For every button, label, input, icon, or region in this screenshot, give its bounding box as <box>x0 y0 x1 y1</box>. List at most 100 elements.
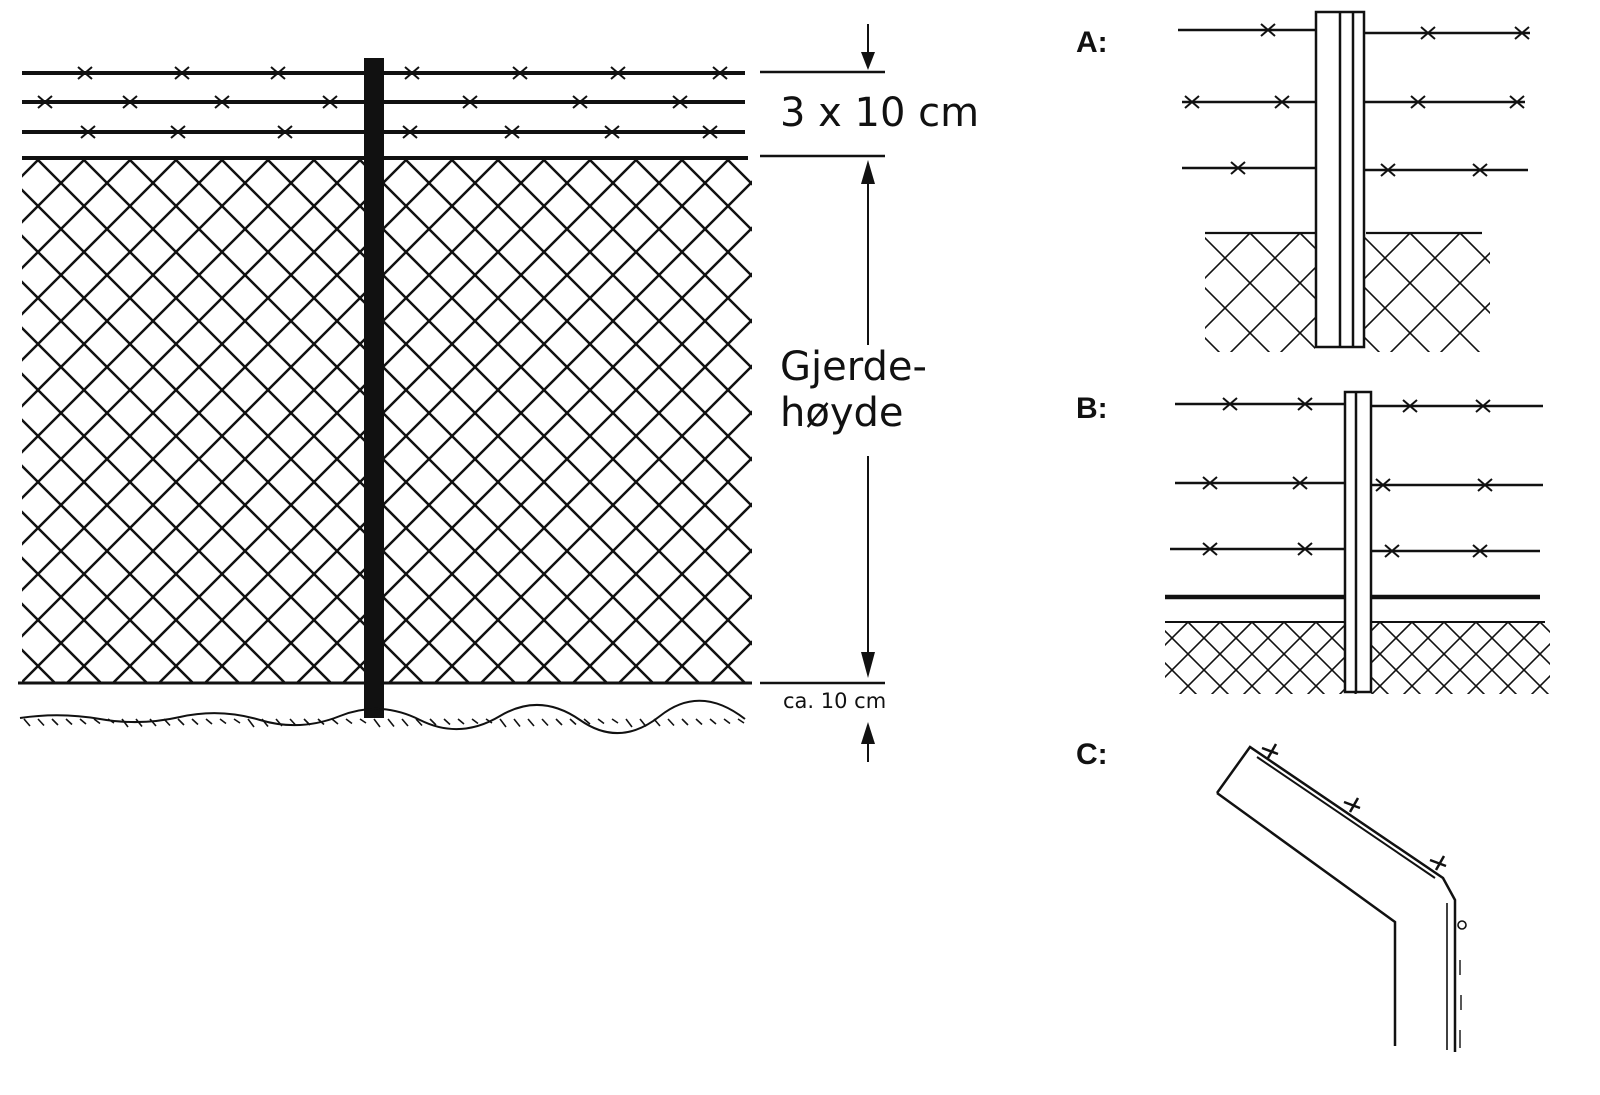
height-arrowhead-up <box>861 160 875 184</box>
mesh-strand <box>22 160 223 362</box>
barb-mark <box>1472 163 1488 177</box>
ground-hatch <box>261 718 269 727</box>
detail-b-mesh-strand <box>1187 622 1262 694</box>
mesh-strand <box>434 364 752 682</box>
mesh-strand <box>22 418 286 682</box>
detail-b-mesh-strand <box>1028 622 1108 702</box>
barb-mark <box>1292 476 1308 490</box>
detail-b-wires <box>1165 397 1543 600</box>
detail-a-post <box>1314 10 1366 349</box>
detail-b-mesh-strand <box>900 622 980 702</box>
ground-hatch <box>247 718 255 728</box>
barb-mark <box>1202 542 1218 556</box>
detail-b-mesh-strand <box>1370 622 1445 694</box>
main-fence <box>0 58 1600 734</box>
ground-hatch <box>723 718 731 725</box>
mesh-strand <box>405 160 752 508</box>
ground-hatch <box>191 718 199 726</box>
mesh-strand <box>22 464 240 682</box>
mesh-strand <box>0 160 16 690</box>
height-arrowhead-down <box>861 652 875 678</box>
detail-b-mesh-strand <box>1178 622 1253 694</box>
barb-mark <box>1274 95 1290 109</box>
barb-mark <box>1260 23 1276 37</box>
ground-hatch <box>219 718 227 725</box>
mesh-strand <box>497 160 752 416</box>
mesh-strand <box>1188 160 1600 690</box>
ground-hatch <box>79 718 87 725</box>
barb-mark <box>1297 542 1313 556</box>
mesh-strand <box>66 160 591 682</box>
barb-mark <box>174 66 190 80</box>
ground-hatch <box>625 718 633 728</box>
detail-c-label: C: <box>1076 738 1108 771</box>
ground-hatch <box>443 718 451 726</box>
ground <box>19 699 746 734</box>
ground-hatch <box>415 718 423 727</box>
ground-hatch <box>303 718 311 726</box>
barb-mark <box>404 66 420 80</box>
ground-hatch <box>135 718 143 727</box>
ground-hatch <box>23 718 31 727</box>
barb-mark <box>572 95 588 109</box>
barb-mark <box>270 66 286 80</box>
detail-b-mesh-strand <box>1076 622 1156 702</box>
mesh-strand <box>388 318 752 682</box>
mesh-strand <box>22 234 470 682</box>
ground-hatch <box>121 718 129 728</box>
ground-hatch <box>485 718 493 724</box>
mesh-strand <box>635 160 752 278</box>
barb-mark <box>122 95 138 109</box>
detail-a-mesh-left <box>1205 232 1315 352</box>
detail-b-mesh-strand <box>1443 622 1518 694</box>
detail-b-mesh-strand <box>1060 622 1140 702</box>
ground-hatch <box>373 718 381 728</box>
ground-line <box>19 699 746 734</box>
ground-hatch <box>653 718 661 727</box>
barb-mark <box>402 125 418 139</box>
ground-hatch <box>289 718 297 727</box>
detail-b-mesh-strand <box>1012 622 1092 702</box>
mesh-strand <box>22 188 516 682</box>
ground-hatch <box>583 718 591 725</box>
detail-b-mesh-strand <box>948 622 1028 702</box>
mesh-strand <box>129 160 654 682</box>
mesh-strand <box>22 160 269 408</box>
barb-mark <box>702 125 718 139</box>
mesh-strand <box>158 160 683 682</box>
barb-mark <box>610 66 626 80</box>
barb-mark <box>1514 26 1530 40</box>
mesh-strand <box>342 272 752 682</box>
mesh-strand <box>204 160 729 682</box>
detail-b-post <box>1343 390 1373 694</box>
ground-hatch <box>597 718 605 725</box>
ground-hatch <box>51 718 59 726</box>
detail-b-mesh-strand <box>980 622 1060 702</box>
detail-b-mesh-strand <box>1251 622 1326 694</box>
detail-b-mesh-strand <box>1475 622 1550 694</box>
mesh-strand <box>22 160 39 178</box>
ground-hatch <box>695 718 703 726</box>
ground-hatch <box>387 718 395 727</box>
mesh-strand <box>664 594 752 682</box>
ground-hatch <box>513 718 521 727</box>
detail-b-mesh-strand <box>884 622 964 702</box>
detail-a-mesh-right <box>1365 232 1490 352</box>
detail-b-mesh-strand <box>996 622 1076 702</box>
ground-hatch <box>359 718 367 724</box>
barb-mark <box>1410 95 1426 109</box>
fence-height-label-line1: Gjerde- <box>780 344 927 390</box>
ground-hatch <box>499 718 507 728</box>
detail-b-mesh-strand <box>1588 622 1600 702</box>
mesh-strand <box>22 160 545 682</box>
mesh-strand <box>175 160 700 682</box>
detail-b-mesh-strand <box>1165 693 1166 694</box>
ground-hatch <box>457 718 465 725</box>
mesh-strand <box>22 280 424 682</box>
barb-mark <box>277 125 293 139</box>
bottom-dimension-label: ca. 10 cm <box>783 689 886 713</box>
barb-mark <box>504 125 520 139</box>
detail-b-mesh-strand <box>964 622 1044 702</box>
dim-arrow-top-head <box>861 52 875 70</box>
